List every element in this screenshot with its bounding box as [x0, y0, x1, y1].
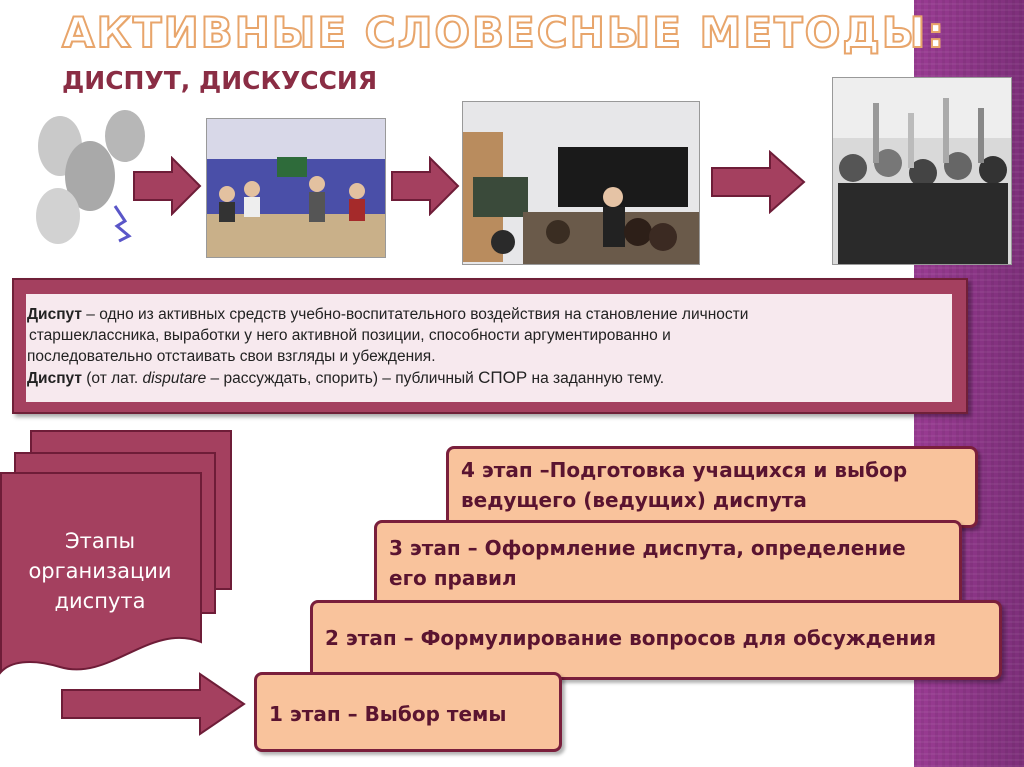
- stage-2-text: 2 этап – Формулирование вопросов для обс…: [325, 626, 937, 650]
- stage-3-line-1: 3 этап – Оформление диспута, определение: [389, 536, 906, 560]
- stage-3-line-2: его правил: [389, 566, 517, 590]
- definition-line-4c: на заданную тему.: [527, 370, 665, 387]
- stage-card-front: [0, 472, 202, 675]
- stages-title-line-2: организации: [28, 559, 172, 583]
- right-arrow-icon: [61, 672, 246, 736]
- stages-title-line-3: диспута: [54, 589, 146, 613]
- stage-4-line-1: 4 этап –Подготовка учащихся и выбор: [461, 458, 908, 482]
- right-arrow-icon: [133, 156, 202, 216]
- definition-spor-word: СПОР: [478, 368, 528, 387]
- classroom-debate-image: [206, 118, 386, 258]
- stages-title: Этапы организации диспута: [0, 478, 200, 672]
- stages-title-line-1: Этапы: [64, 529, 136, 553]
- stage-1-text: 1 этап – Выбор темы: [269, 702, 507, 726]
- stage-2-box: 2 этап – Формулирование вопросов для обс…: [310, 600, 1002, 680]
- definition-line-4a: (от лат.: [81, 370, 143, 387]
- right-arrow-icon: [711, 150, 806, 214]
- definition-text: Диспут – одно из активных средств учебно…: [26, 294, 952, 402]
- definition-term-1: Диспут: [27, 306, 82, 323]
- classroom-board-image: [462, 101, 700, 265]
- definition-line-2: старшеклассника, выработки у него активн…: [29, 327, 671, 344]
- stage-4-line-2: ведущего (ведущих) диспута: [461, 488, 807, 512]
- definition-panel: Диспут – одно из активных средств учебно…: [12, 278, 968, 414]
- slide-subtitle: ДИСПУТ, ДИСКУССИЯ: [62, 66, 378, 95]
- definition-term-2: Диспут: [27, 370, 82, 387]
- definition-line-1: – одно из активных средств учебно-воспит…: [81, 306, 749, 323]
- definition-line-3: последовательно отстаивать свои взгляды …: [27, 348, 436, 365]
- stage-1-box: 1 этап – Выбор темы: [254, 672, 562, 752]
- definition-line-4b: – рассуждать, спорить) – публичный: [206, 370, 479, 387]
- right-arrow-icon: [391, 156, 460, 216]
- definition-latin-word: disputare: [142, 370, 207, 387]
- slide-title: АКТИВНЫЕ СЛОВЕСНЫЕ МЕТОДЫ:: [61, 7, 947, 58]
- crowd-raising-hands-image: [832, 77, 1012, 265]
- stage-4-box: 4 этап –Подготовка учащихся и выбор веду…: [446, 446, 978, 528]
- stage-3-box: 3 этап – Оформление диспута, определение…: [374, 520, 962, 608]
